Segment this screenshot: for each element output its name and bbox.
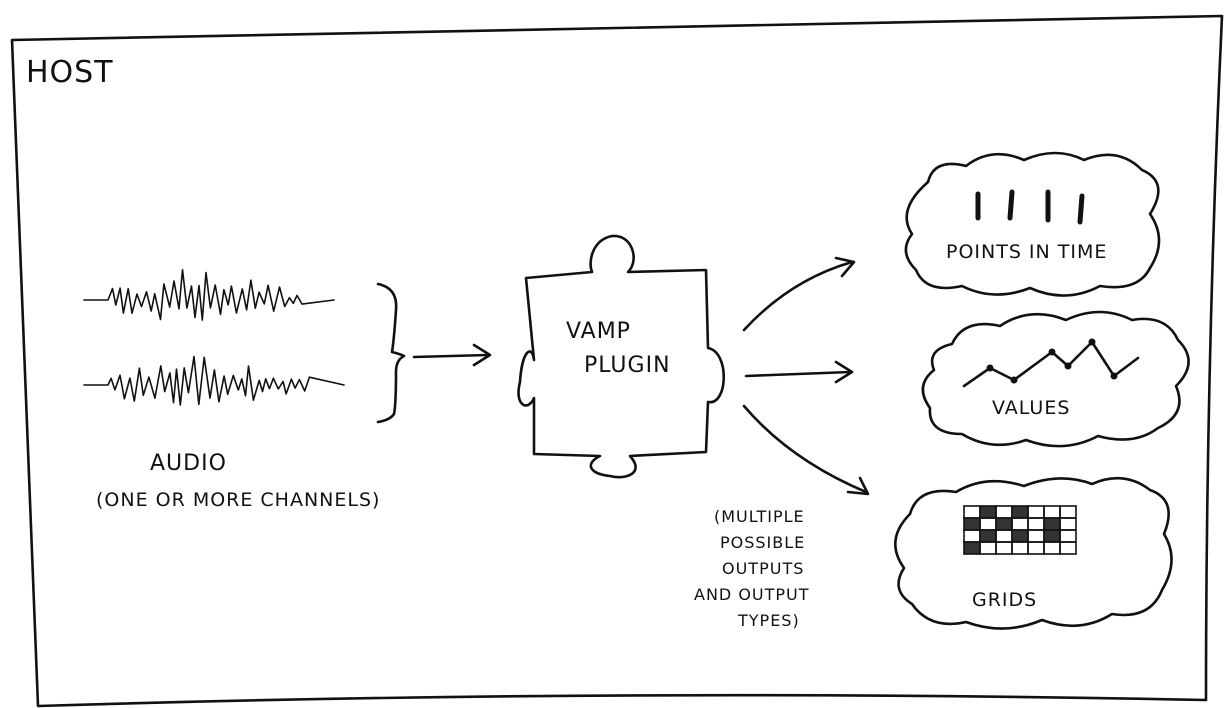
cloud-points-in-time (904, 151, 1161, 297)
arrow-plugin-to-values (744, 360, 854, 384)
grid-cell (1059, 505, 1077, 519)
grids-label: GRIDS (972, 589, 1037, 611)
grid-cell (1043, 505, 1061, 519)
grid-cell (963, 517, 981, 531)
points-in-time-label: POINTS IN TIME (946, 241, 1107, 263)
grid-cell (1027, 505, 1045, 519)
audio-subtitle: (ONE OR MORE CHANNELS) (96, 489, 380, 511)
grid-cell (995, 529, 1013, 543)
grid-cell (1043, 517, 1061, 531)
audio-waveform-channel-1 (83, 268, 335, 321)
grid-cell (1011, 529, 1029, 543)
arrow-audio-to-plugin (412, 343, 492, 367)
grid-cell (963, 505, 981, 519)
grids-matrix (963, 505, 1077, 555)
arrow-plugin-to-points (742, 256, 856, 332)
grid-cell (979, 505, 997, 519)
host-label: HOST (26, 55, 114, 90)
cloud-values (921, 310, 1190, 448)
grid-cell (979, 517, 997, 531)
grid-cell (1043, 541, 1061, 555)
grid-cell (1059, 541, 1077, 555)
values-label: VALUES (992, 397, 1070, 419)
plugin-label-line1: VAMP (566, 319, 631, 344)
grid-cell (995, 505, 1013, 519)
points-in-time-markers (975, 189, 1085, 225)
grid-cell (1043, 529, 1061, 543)
audio-waveforms (83, 268, 345, 406)
audio-title: AUDIO (150, 451, 227, 476)
grid-cell (1011, 505, 1029, 519)
arrow-plugin-to-grids (742, 404, 870, 496)
audio-waveform-channel-2 (83, 355, 345, 406)
grid-cell (1059, 529, 1077, 543)
plugin-label-line2: PLUGIN (584, 353, 671, 378)
grid-cell (995, 517, 1013, 531)
grid-cell (1027, 517, 1045, 531)
grid-cell (979, 541, 997, 555)
grid-cell (963, 541, 981, 555)
channels-brace (376, 282, 406, 424)
plugin-puzzle-piece (517, 234, 726, 479)
grid-cell (1011, 541, 1029, 555)
grid-cell (1027, 529, 1045, 543)
cloud-grids (894, 476, 1173, 630)
note-line-3: OUTPUTS (722, 559, 804, 578)
values-line-plot (962, 338, 1140, 388)
host-frame (10, 14, 1224, 708)
note-line-2: POSSIBLE (720, 533, 805, 552)
grid-cell (963, 529, 981, 543)
grid-cell (1059, 517, 1077, 531)
grid-cell (1011, 517, 1029, 531)
note-line-4: AND OUTPUT (694, 585, 810, 604)
note-line-1: (MULTIPLE (714, 507, 805, 526)
outputs-note: (MULTIPLE POSSIBLE OUTPUTS AND OUTPUT TY… (694, 507, 810, 630)
note-line-5: TYPES) (737, 611, 800, 630)
grid-cell (1027, 541, 1045, 555)
grid-cell (979, 529, 997, 543)
grid-cell (995, 541, 1013, 555)
